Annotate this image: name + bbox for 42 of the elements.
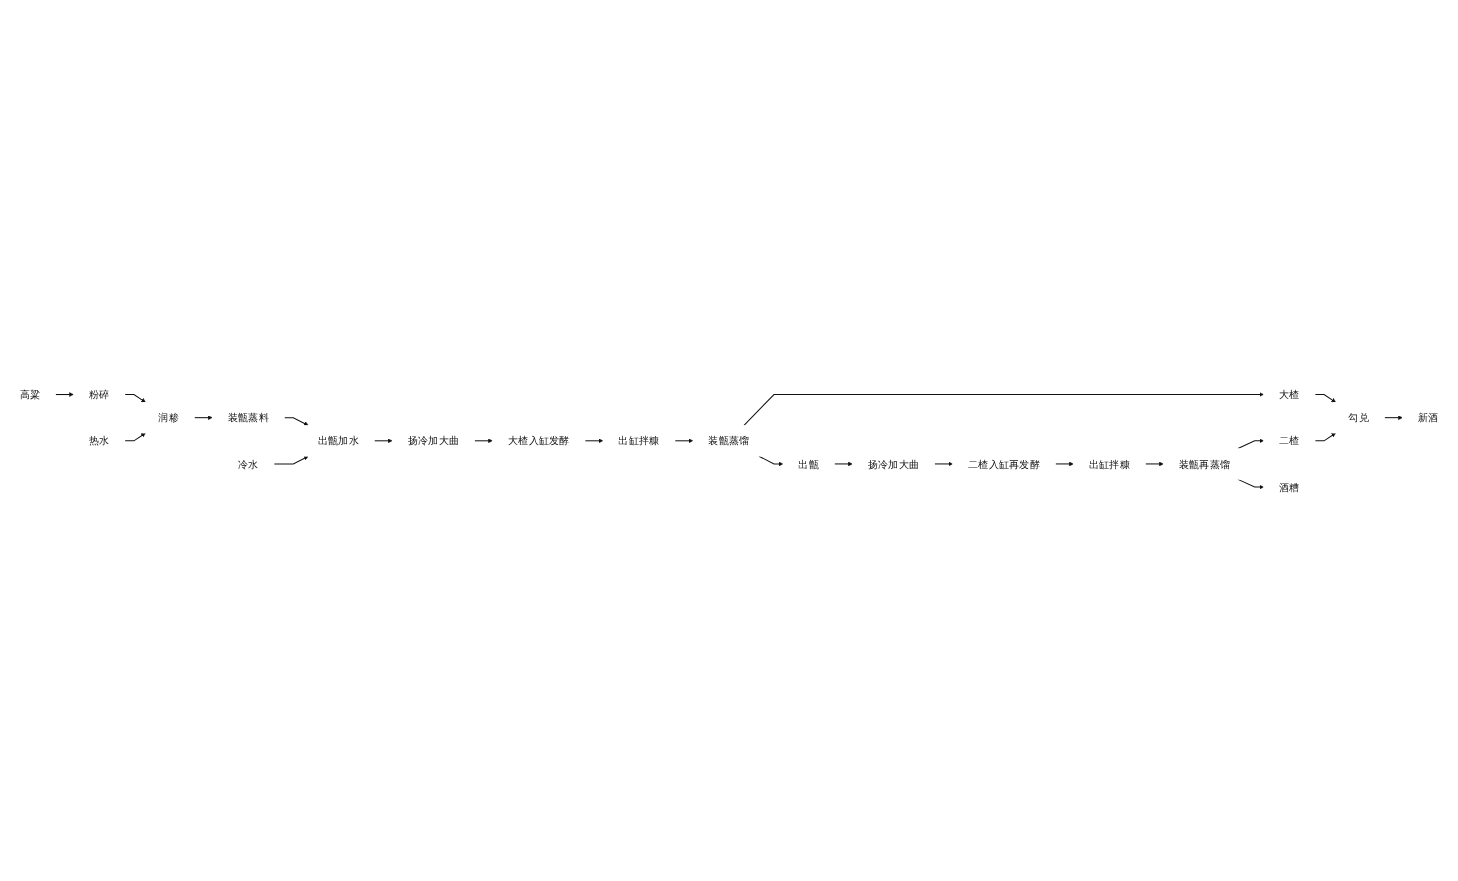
node-text: 扬冷加大曲 xyxy=(867,457,920,470)
node-text: 高粱 xyxy=(19,388,41,401)
node-text: 装甑蒸料 xyxy=(227,411,269,424)
arrow xyxy=(1314,393,1336,403)
arrow xyxy=(833,461,853,466)
node-text: 出缸拌糠 xyxy=(618,434,660,447)
node-text: 大楂 xyxy=(1279,388,1300,401)
node-text: 出甑 xyxy=(798,457,819,470)
node-text: 装甑再蒸馏 xyxy=(1178,457,1231,470)
arrow xyxy=(1054,461,1074,466)
node-text: 热水 xyxy=(88,434,110,447)
node-text: 新酒 xyxy=(1417,411,1439,424)
arrow xyxy=(273,455,309,465)
arrow xyxy=(124,393,146,403)
node-text: 出缸拌糠 xyxy=(1088,457,1130,470)
arrow xyxy=(743,391,1264,426)
node-text: 粉碎 xyxy=(88,388,110,401)
arrow xyxy=(934,461,953,466)
node-text: 出甑加水 xyxy=(317,434,359,447)
node-text: 扬冷加大曲 xyxy=(407,434,460,447)
arrow xyxy=(1237,478,1264,489)
arrow xyxy=(283,416,309,426)
arrow xyxy=(758,455,784,466)
arrow xyxy=(1383,415,1403,420)
node-text: 大楂入缸发酵 xyxy=(507,434,570,447)
node-text: 润糁 xyxy=(158,411,179,424)
node-text: 二楂 xyxy=(1279,434,1300,447)
node-text: 二楂入缸再发酵 xyxy=(968,457,1041,470)
arrow xyxy=(373,438,393,443)
arrow xyxy=(674,438,694,443)
arrow xyxy=(193,415,213,420)
arrow xyxy=(1314,432,1336,441)
node-text: 酒糟 xyxy=(1279,480,1300,493)
arrow xyxy=(1237,438,1264,449)
arrow xyxy=(1144,461,1164,466)
arrow xyxy=(584,438,604,443)
node-text: 冷水 xyxy=(238,457,259,470)
node-text: 勾兑 xyxy=(1348,411,1370,424)
node-text: 装甑蒸馏 xyxy=(708,434,750,447)
arrow xyxy=(124,432,146,441)
arrow xyxy=(55,391,74,397)
arrow xyxy=(474,438,493,443)
